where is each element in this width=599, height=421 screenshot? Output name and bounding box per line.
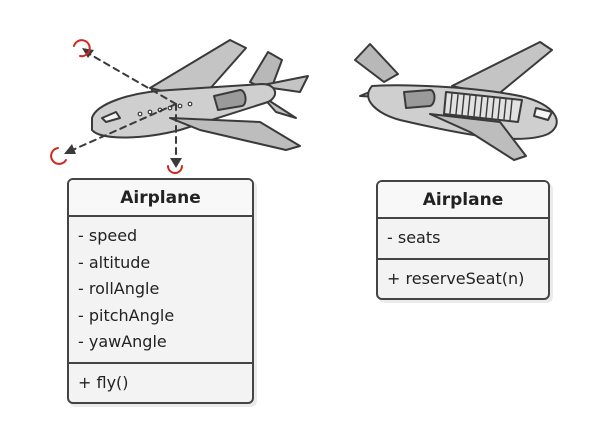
attribute-speed: - speed xyxy=(78,226,138,245)
attribute-pitch-angle: - pitchAngle xyxy=(78,305,175,325)
airplane-booking-class-box: Airplane - seats + reserveSeat(n) xyxy=(376,180,550,300)
airplane-illustrations xyxy=(50,39,558,174)
attribute-altitude: - altitude xyxy=(78,252,151,272)
class-name: Airplane xyxy=(378,182,548,219)
methods-section: + reserveSeat(n) xyxy=(378,257,548,299)
method-reserve-seat: + reserveSeat(n) xyxy=(387,268,525,288)
attribute-seats: - seats xyxy=(387,228,441,247)
right-airplane-illustration xyxy=(354,41,558,161)
class-name: Airplane xyxy=(69,180,252,217)
left-airplane-illustration xyxy=(50,39,309,174)
methods-section: + fly() xyxy=(69,361,252,403)
attributes-section: - speed - altitude - rollAngle - pitchAn… xyxy=(69,217,252,362)
method-fly: + fly() xyxy=(78,372,129,392)
attributes-section: - seats xyxy=(378,219,548,258)
attribute-yaw-angle: - yawAngle xyxy=(78,332,167,351)
attribute-roll-angle: - rollAngle xyxy=(78,279,160,298)
airplane-flight-class-box: Airplane - speed - altitude - rollAngle … xyxy=(67,178,254,404)
